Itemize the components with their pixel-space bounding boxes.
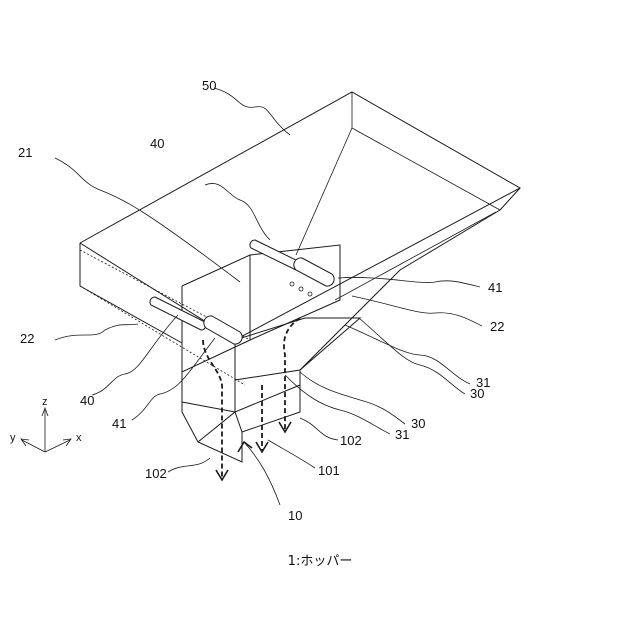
- label-41-left: 41: [112, 416, 126, 431]
- right-slope-inner: [335, 212, 496, 300]
- label-41-right: 41: [488, 280, 502, 295]
- leader-41-right: [338, 277, 480, 287]
- label-30-right: 30: [470, 386, 484, 401]
- figure-caption: 1:ホッパー: [0, 550, 640, 569]
- hopper-body: [80, 92, 520, 385]
- hopper-inner-rim: [352, 92, 500, 210]
- leader-102-right: [300, 418, 338, 440]
- label-21: 21: [18, 145, 32, 160]
- shaft-41-lower: [204, 316, 242, 344]
- label-102-right: 102: [340, 433, 362, 448]
- label-30-mid: 30: [411, 416, 425, 431]
- chute-front: [182, 370, 300, 412]
- leader-30-mid: [300, 372, 405, 424]
- axis-y-line: [22, 440, 45, 452]
- leader-50: [214, 88, 290, 135]
- hole-2: [299, 287, 303, 291]
- axis-x-label: x: [76, 432, 82, 444]
- plate-30-left: [235, 318, 360, 380]
- leader-30-right: [359, 318, 465, 394]
- label-101: 101: [318, 463, 340, 478]
- label-50: 50: [202, 78, 216, 93]
- flow-arrows: [203, 318, 300, 480]
- shaft-lower: [150, 297, 242, 344]
- label-40-top: 40: [150, 136, 164, 151]
- chute-left-wall: [182, 372, 242, 462]
- hole-1: [290, 282, 294, 286]
- label-22-left: 22: [20, 331, 34, 346]
- shaft-40-lower: [150, 297, 206, 330]
- reference-numerals: 50 40 21 41 22 22 40 41 31 30 30 31 102 …: [18, 78, 504, 523]
- label-31-mid: 31: [395, 427, 409, 442]
- leader-41-left: [132, 338, 215, 420]
- axis-triad: z y x: [10, 396, 82, 452]
- right-slope: [300, 210, 500, 370]
- label-10: 10: [288, 508, 302, 523]
- label-40-left: 40: [80, 393, 94, 408]
- axis-z-label: z: [42, 396, 48, 408]
- leader-31-right: [345, 325, 470, 384]
- leader-40-top: [205, 183, 270, 240]
- label-22-right: 22: [490, 319, 504, 334]
- hopper-top-rim: [80, 92, 520, 340]
- axis-y-arrow: [21, 439, 29, 446]
- hole-3: [308, 292, 312, 296]
- label-102-left: 102: [145, 466, 167, 481]
- leader-101: [268, 440, 315, 468]
- right-edge: [500, 188, 520, 210]
- leader-22-right: [352, 296, 482, 326]
- leader-21: [55, 158, 240, 282]
- leader-102-left: [168, 458, 210, 472]
- arrowhead-10: [238, 442, 252, 452]
- shaft-41-upper: [294, 258, 334, 286]
- axis-y-label: y: [10, 432, 16, 444]
- inner-corner-edge: [296, 128, 352, 255]
- leader-40-left: [92, 315, 178, 395]
- leader-22-left: [55, 324, 138, 340]
